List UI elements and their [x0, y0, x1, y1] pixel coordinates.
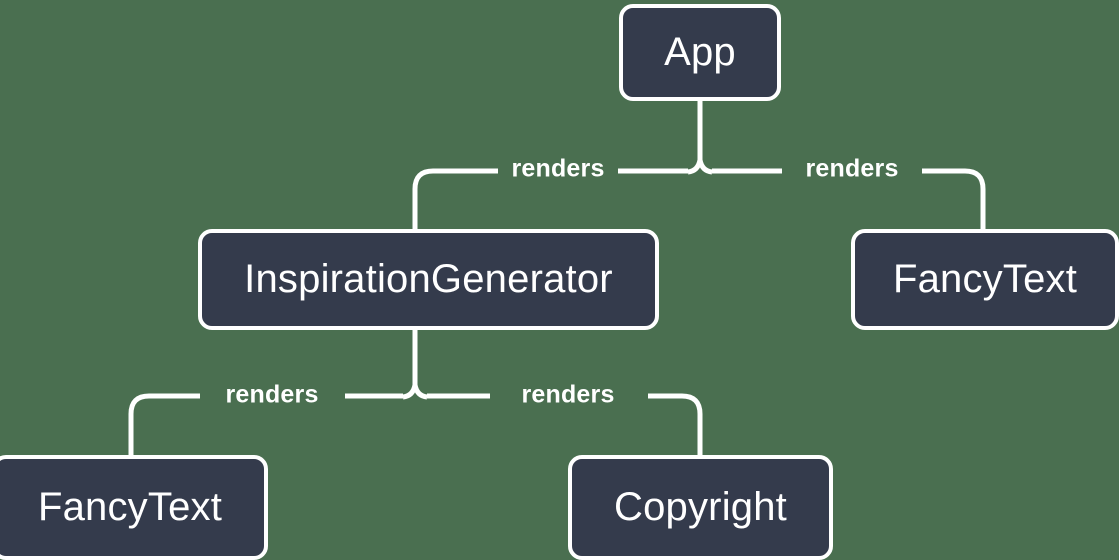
node-inspiration-generator-label: InspirationGenerator: [244, 257, 613, 301]
node-fancytext-bottom[interactable]: FancyText: [0, 455, 268, 560]
node-app[interactable]: App: [619, 4, 781, 101]
node-fancytext-right[interactable]: FancyText: [851, 229, 1119, 330]
edge-line-inspiration-to-copyright-right: [648, 393, 703, 455]
edge-line-app-to-inspiration-right: [412, 168, 498, 229]
node-app-label: App: [664, 30, 736, 74]
node-copyright-label: Copyright: [614, 485, 787, 529]
node-inspiration-generator[interactable]: InspirationGenerator: [198, 229, 659, 330]
node-fancytext-bottom-label: FancyText: [37, 485, 223, 529]
node-copyright[interactable]: Copyright: [568, 455, 833, 560]
edge-junction-app: [687, 159, 713, 175]
edge-label-app-to-fancytext-right: renders: [805, 154, 899, 183]
edge-label-inspiration-generator-to-copyright: renders: [521, 380, 615, 409]
edge-line-inspiration-to-fancytext-right: [128, 393, 200, 455]
edge-label-app-to-inspiration-generator: renders: [511, 154, 605, 183]
node-fancytext-right-label: FancyText: [892, 257, 1078, 301]
edge-junction-inspiration: [402, 384, 428, 400]
edge-label-inspiration-generator-to-fancytext-bottom: renders: [225, 380, 319, 409]
edge-line-app-to-fancytext-right: [922, 168, 986, 229]
